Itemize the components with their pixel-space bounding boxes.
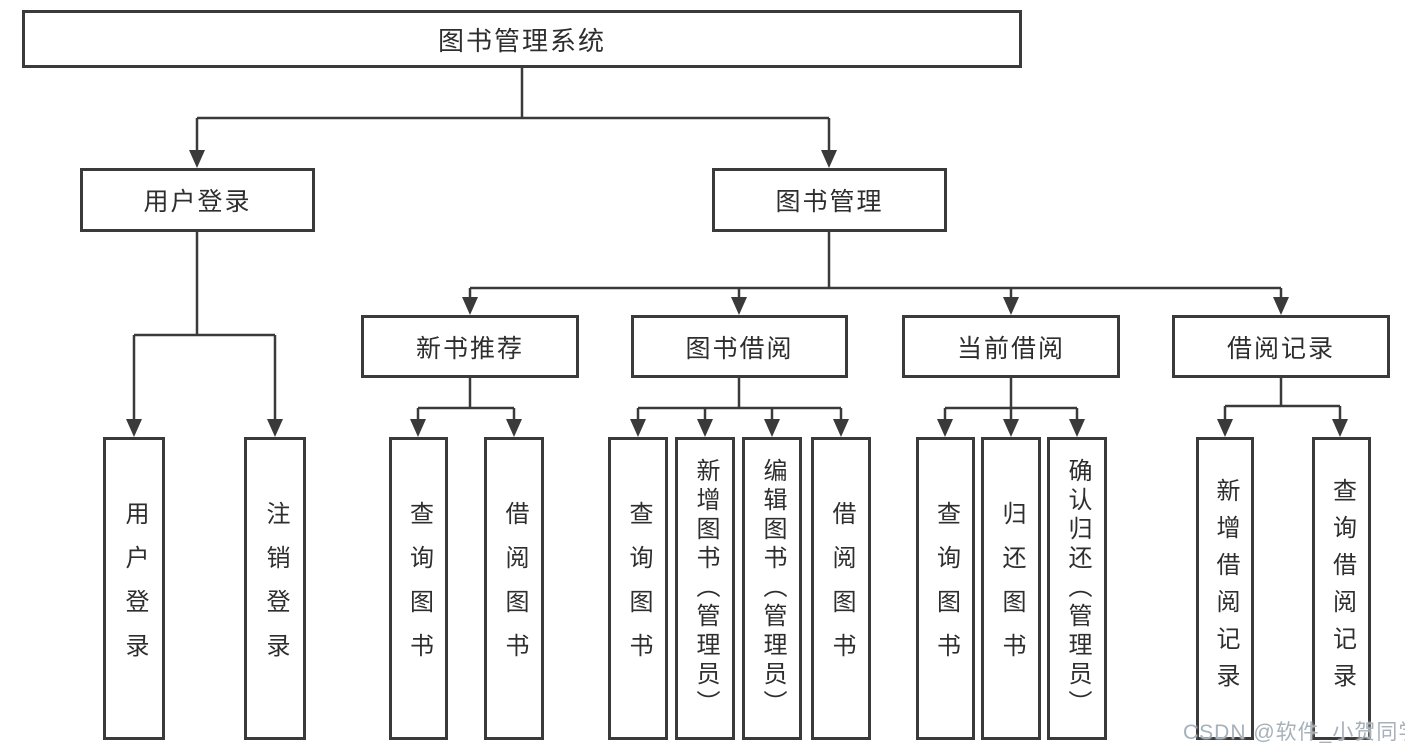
leaf-borrow-books: 借阅图书: [811, 437, 871, 740]
leaf-label: 确认归还（管理员）: [1064, 458, 1091, 719]
leaf-label: 查询图书: [405, 500, 433, 677]
leaf-label: 注销登录: [262, 500, 289, 677]
node-label: 借阅记录: [1226, 334, 1335, 363]
leaf-label: 新增图书（管理员）: [692, 458, 719, 719]
leaf-add-books-admin: 新增图书（管理员）: [675, 437, 735, 740]
leaf-query-books-recommend: 查询图书: [389, 437, 448, 740]
node-label: 当前借阅: [956, 334, 1065, 363]
leaf-query-books-borrow: 查询图书: [608, 437, 668, 740]
node-borrowing-records: 借阅记录: [1172, 315, 1390, 378]
leaf-label: 新增借阅记录: [1212, 477, 1239, 700]
node-book-management: 图书管理: [712, 168, 947, 232]
leaf-label: 归还图书: [998, 500, 1025, 677]
leaf-label: 借阅图书: [501, 500, 528, 677]
node-root-library-system: 图书管理系统: [22, 10, 1022, 68]
node-label: 新书推荐: [415, 334, 524, 363]
leaf-label: 查询图书: [932, 500, 960, 677]
leaf-edit-books-admin: 编辑图书（管理员）: [742, 437, 802, 740]
leaf-confirm-return-admin: 确认归还（管理员）: [1047, 437, 1107, 740]
leaf-borrow-books-recommend: 借阅图书: [484, 437, 544, 740]
csdn-watermark: CSDN @软件_小贺同学: [1183, 721, 1405, 744]
leaf-logout: 注销登录: [244, 437, 306, 740]
leaf-label: 查询借阅记录: [1328, 477, 1356, 700]
node-current-borrowing: 当前借阅: [902, 315, 1120, 378]
leaf-query-books-current: 查询图书: [916, 437, 975, 740]
node-label: 用户登录: [143, 188, 252, 216]
leaf-label: 用户登录: [121, 500, 148, 677]
node-new-book-recommend: 新书推荐: [361, 315, 579, 378]
leaf-user-login: 用户登录: [103, 437, 165, 740]
leaf-query-borrow-record: 查询借阅记录: [1312, 437, 1371, 740]
leaf-add-borrow-record: 新增借阅记录: [1196, 437, 1254, 740]
node-label: 图书借阅: [685, 334, 794, 363]
node-label: 图书管理系统: [437, 25, 606, 56]
leaf-return-books: 归还图书: [981, 437, 1041, 740]
node-label: 图书管理: [775, 188, 884, 216]
connector-path: [132, 68, 1342, 421]
node-user-login: 用户登录: [80, 168, 315, 232]
leaf-label: 查询图书: [625, 500, 652, 677]
leaf-label: 借阅图书: [828, 500, 855, 677]
node-book-borrowing: 图书借阅: [631, 315, 848, 378]
leaf-label: 编辑图书（管理员）: [759, 458, 786, 719]
